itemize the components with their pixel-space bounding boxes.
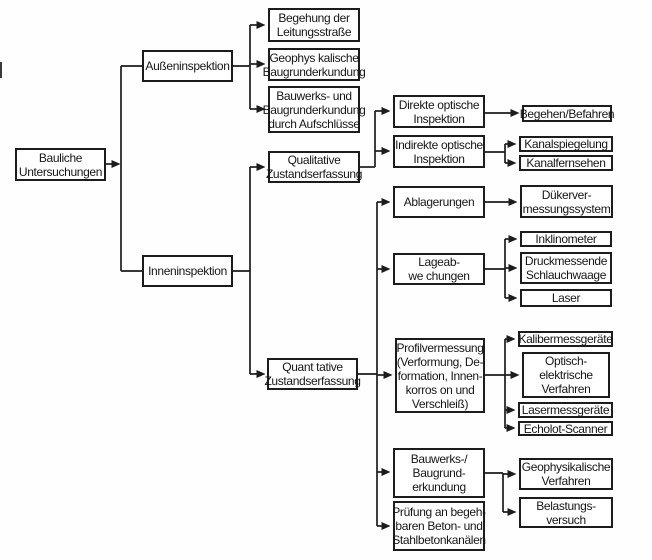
node-begehung-leitungsstrasse: Begehung der Leitungsstraße (268, 8, 360, 42)
node-ablagerungen: Ablagerungen (393, 186, 485, 218)
node-begehen-befahren: Begehen/Befahren (519, 105, 615, 122)
node-geophysikalische-verfahren: Geophysikalische Verfahren (519, 458, 613, 490)
node-lasermessgeraete: Lasermessgeräte (518, 402, 613, 418)
node-direkte-optische-inspektion: Direkte optische Inspektion (393, 95, 485, 128)
node-inneninspektion: Inneninspektion (142, 255, 233, 287)
node-indirekte-optische-inspektion: Indirekte optische Inspektion (393, 135, 485, 168)
node-optisch-elektrische-verfahren: Optisch- elektrische Verfahren (522, 352, 610, 398)
node-profilvermessung: Profilvermessung (Verformung, De- format… (395, 338, 485, 413)
node-pruefung-betonkanaele: Prüfung an begeh- baren Beton- und Stahl… (392, 501, 486, 551)
node-kalibermessgeraete: Kalibermessgeräte (518, 331, 613, 347)
node-kanalspiegelung: Kanalspiegelung (519, 136, 613, 152)
node-kanalfernsehen: Kanalfernsehen (519, 155, 613, 171)
node-quantitative-zustandserfassung: Quant tative Zustandserfassung (264, 358, 361, 390)
node-lageabweichungen: Lageab- we chungen (393, 253, 485, 285)
scan-artifact-mark (0, 62, 2, 78)
node-bauliche-untersuchungen: Bauliche Untersuchungen (15, 148, 106, 181)
node-belastungsversuch: Belastungs- versuch (519, 497, 613, 528)
node-duekervermessungssystem: Dükerver- messungssystem (520, 185, 613, 218)
node-laser: Laser (520, 289, 612, 307)
node-druckmessende-schlauchwaage: Druckmessende Schlauchwaage (520, 252, 612, 284)
node-qualitative-zustandserfassung: Qualitative Zustandserfassung (265, 151, 363, 183)
node-inklinometer: Inklinometer (520, 231, 612, 247)
node-echolot-scanner: Echolot-Scanner (518, 421, 613, 436)
node-geophysikalische-baugrunderkundung: Geophys kalische Baugrunderkundung (263, 48, 366, 81)
node-bauwerks-baugrunderkundung: Bauwerks-/ Baugrund- erkundung (393, 448, 485, 498)
node-ausseninspektion: Außeninspektion (142, 50, 233, 82)
node-bauwerks-baugrunderkundung-aufschluesse: Bauwerks- und Baugrunderkundung durch Au… (263, 86, 366, 133)
